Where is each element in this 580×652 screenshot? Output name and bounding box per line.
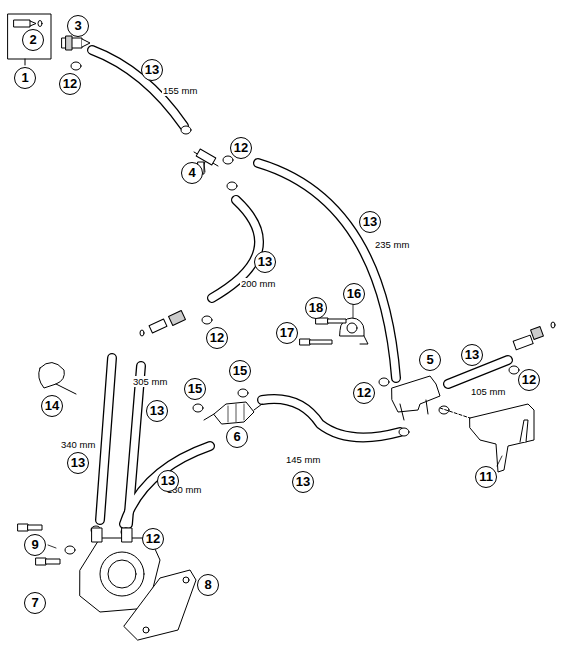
callout-number: 12: [230, 137, 252, 159]
callout-number: 13: [254, 251, 276, 273]
callout-number: 13: [146, 400, 168, 422]
callout-number: 13: [141, 59, 163, 81]
callout-number: 16: [343, 283, 365, 305]
callout-number: 8: [197, 574, 219, 596]
callout-number: 6: [226, 426, 248, 448]
callout-number: 1: [14, 67, 36, 89]
callout-number: 12: [142, 528, 164, 550]
dimension-label: 155 mm: [162, 85, 198, 96]
callout-number: 3: [67, 15, 89, 37]
callout-number: 13: [461, 344, 483, 366]
callout-number: 12: [518, 369, 540, 391]
callout-number: 13: [292, 471, 314, 493]
dimension-label: 340 mm: [60, 439, 96, 450]
dimension-label: 235 mm: [374, 239, 410, 250]
callout-number: 18: [305, 297, 327, 319]
callout-number: 9: [24, 534, 46, 556]
dimension-label: 200 mm: [240, 278, 276, 289]
callout-number: 12: [59, 73, 81, 95]
callout-number: 17: [276, 322, 298, 344]
dimension-label: 305 mm: [132, 376, 168, 387]
dimension-label: 145 mm: [285, 454, 321, 465]
callout-number: 13: [67, 452, 89, 474]
dimension-label: 105 mm: [470, 386, 506, 397]
callout-number: 7: [24, 592, 46, 614]
callout-number: 13: [157, 470, 179, 492]
callout-number: 12: [353, 382, 375, 404]
callout-number: 14: [41, 395, 63, 417]
callout-number: 12: [206, 327, 228, 349]
callout-number: 4: [181, 162, 203, 184]
callout-number: 5: [419, 349, 441, 371]
callout-number: 11: [475, 466, 497, 488]
callout-number: 2: [22, 29, 44, 51]
callout-number: 15: [184, 378, 206, 400]
callout-number: 15: [229, 360, 251, 382]
callout-number: 13: [359, 211, 381, 233]
